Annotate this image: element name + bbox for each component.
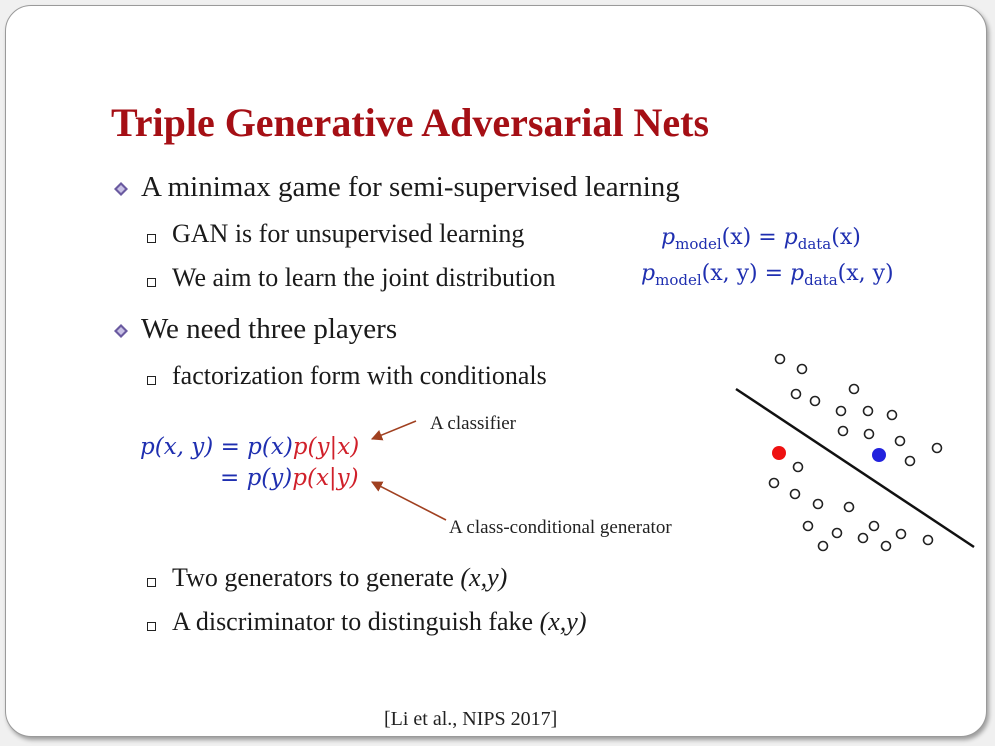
annotation-generator: A class-conditional generator: [449, 517, 672, 538]
arrow-generator: [371, 481, 447, 521]
unlabeled-points: [768, 353, 943, 552]
square-bullet-icon: [147, 234, 156, 243]
equation-joint: pmodel(x, y) = pdata(x, y): [641, 261, 894, 289]
square-bullet-icon: [147, 578, 156, 587]
arrow-classifier: [370, 420, 417, 441]
citation: [Li et al., NIPS 2017]: [384, 708, 558, 730]
formula-line-1: p(x, y) = p(x)p(y|x): [140, 434, 360, 460]
diamond-bullet-icon: [114, 324, 128, 338]
square-bullet-icon: [147, 278, 156, 287]
sub-bullet-1-2: We aim to learn the joint distribution: [172, 263, 556, 292]
square-bullet-icon: [147, 376, 156, 385]
diamond-bullet-icon: [114, 182, 128, 196]
formula-line-2: = p(y)p(x|y): [220, 465, 359, 491]
sub-bullet-2-1: factorization form with conditionals: [172, 361, 547, 390]
bullet-2-text: We need three players: [141, 313, 398, 345]
equation-marginal: pmodel(x) = pdata(x): [661, 225, 861, 253]
square-bullet-icon: [147, 622, 156, 631]
labeled-point-blue: [872, 448, 886, 462]
sub-bullet-3-2: A discriminator to distinguish fake (x,y…: [172, 607, 587, 636]
slide: Triple Generative Adversarial Nets A min…: [5, 5, 987, 737]
bullet-1-text: A minimax game for semi-supervised learn…: [141, 171, 680, 203]
decision-boundary-line: [735, 387, 975, 549]
sub-bullet-3-1: Two generators to generate (x,y): [172, 563, 508, 592]
annotation-classifier: A classifier: [430, 413, 517, 434]
sub-bullet-1-1: GAN is for unsupervised learning: [172, 219, 525, 248]
labeled-point-red: [772, 446, 786, 460]
scatter-illustration: [735, 353, 975, 552]
slide-title: Triple Generative Adversarial Nets: [111, 100, 710, 145]
